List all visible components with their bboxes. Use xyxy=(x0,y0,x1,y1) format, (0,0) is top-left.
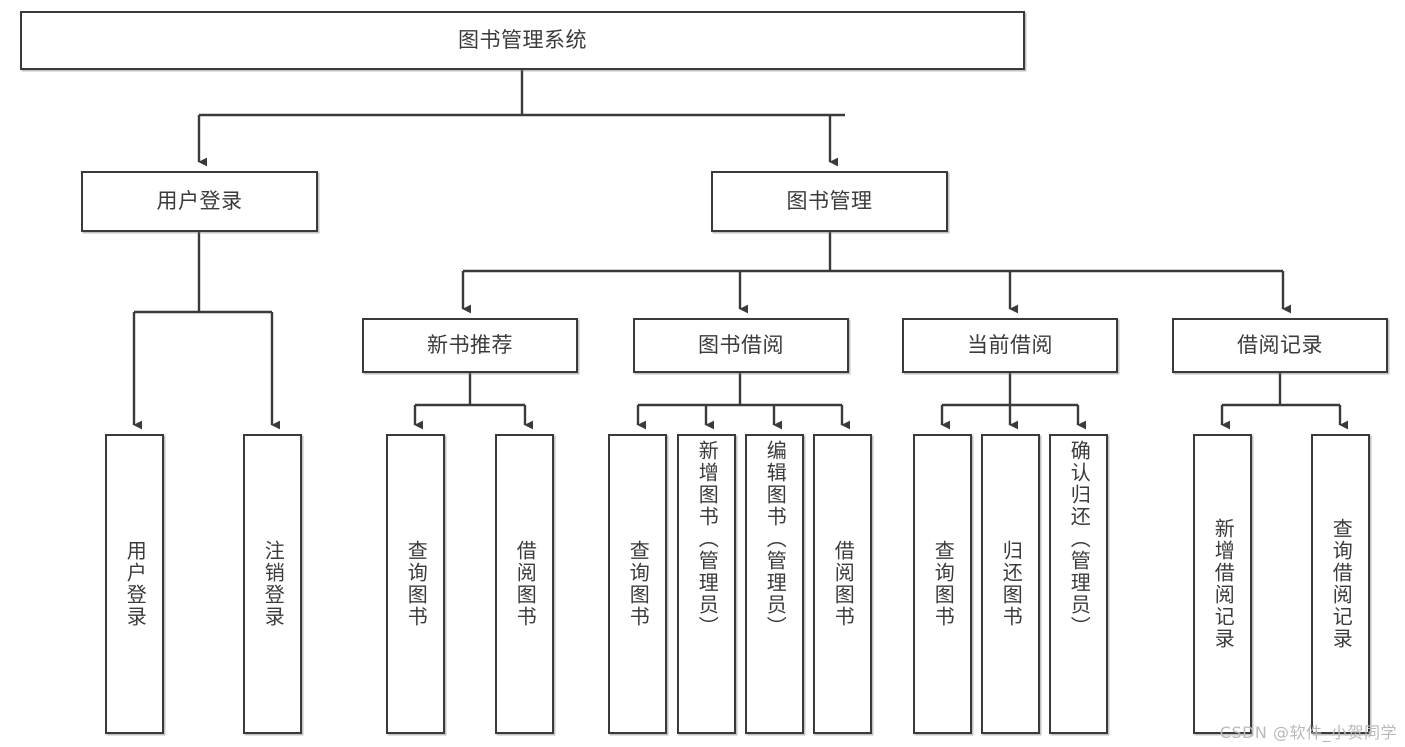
node-label: 借阅图书 xyxy=(831,540,856,628)
leaf-book-borrow-borrow-book[interactable]: 借阅图书 xyxy=(813,434,872,734)
leaf-current-borrow-query-book[interactable]: 查询图书 xyxy=(913,434,972,734)
node-label: 注销登录 xyxy=(261,540,286,628)
leaf-user-login-login[interactable]: 用户登录 xyxy=(105,434,164,734)
leaf-book-borrow-edit-book-admin[interactable]: 编辑图书（管理员） xyxy=(745,434,804,734)
node-label: 新书推荐 xyxy=(427,333,513,358)
node-label: 查询图书 xyxy=(626,540,651,628)
node-label: 新增借阅记录 xyxy=(1211,518,1236,650)
leaf-borrow-record-add-record[interactable]: 新增借阅记录 xyxy=(1193,434,1252,734)
leaf-user-login-logout[interactable]: 注销登录 xyxy=(243,434,302,734)
node-label: 确认归还（管理员） xyxy=(1067,440,1092,638)
node-new-book-recommend[interactable]: 新书推荐 xyxy=(362,318,578,373)
leaf-new-book-query-book[interactable]: 查询图书 xyxy=(386,434,445,734)
leaf-book-borrow-add-book-admin[interactable]: 新增图书（管理员） xyxy=(677,434,736,734)
node-label: 图书管理系统 xyxy=(458,28,587,53)
node-user-login[interactable]: 用户登录 xyxy=(81,171,318,232)
leaf-new-book-borrow-book[interactable]: 借阅图书 xyxy=(495,434,554,734)
node-label: 归还图书 xyxy=(999,540,1024,628)
node-root-book-management-system[interactable]: 图书管理系统 xyxy=(20,11,1025,70)
leaf-borrow-record-query-record[interactable]: 查询借阅记录 xyxy=(1311,434,1370,734)
node-label: 查询图书 xyxy=(404,540,429,628)
node-current-borrow[interactable]: 当前借阅 xyxy=(902,318,1118,373)
node-label: 用户登录 xyxy=(156,189,243,214)
node-label: 借阅记录 xyxy=(1237,333,1323,358)
node-label: 新增图书（管理员） xyxy=(695,440,720,638)
node-book-borrow[interactable]: 图书借阅 xyxy=(633,318,849,373)
node-label: 借阅图书 xyxy=(513,540,538,628)
leaf-book-borrow-query-book[interactable]: 查询图书 xyxy=(608,434,667,734)
node-label: 图书借阅 xyxy=(698,333,784,358)
leaf-current-borrow-return-book[interactable]: 归还图书 xyxy=(981,434,1040,734)
node-label: 编辑图书（管理员） xyxy=(763,440,788,638)
node-label: 当前借阅 xyxy=(967,333,1053,358)
node-book-management[interactable]: 图书管理 xyxy=(711,171,948,232)
node-borrow-record[interactable]: 借阅记录 xyxy=(1172,318,1388,373)
node-label: 查询借阅记录 xyxy=(1329,518,1354,650)
node-label: 查询图书 xyxy=(931,540,956,628)
node-label: 用户登录 xyxy=(123,540,148,628)
leaf-current-borrow-confirm-return-admin[interactable]: 确认归还（管理员） xyxy=(1049,434,1108,734)
node-label: 图书管理 xyxy=(786,189,873,214)
